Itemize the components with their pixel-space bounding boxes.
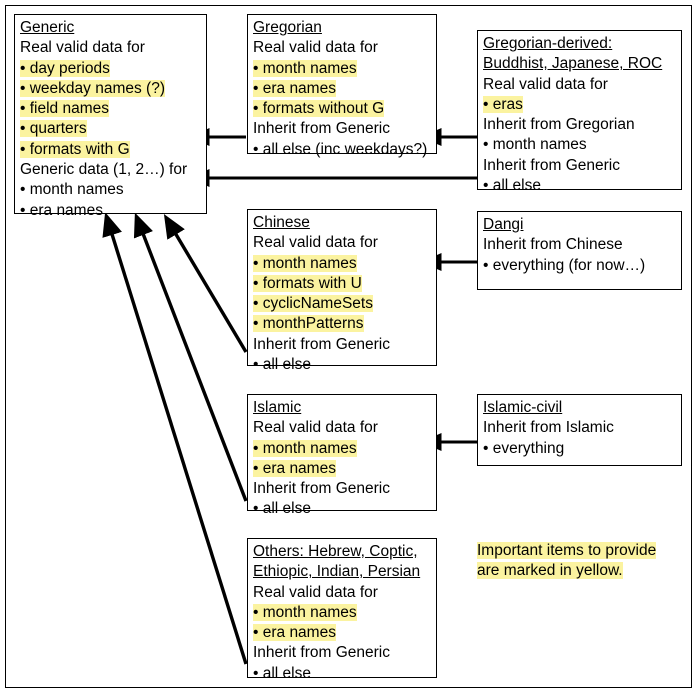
- node-dangi-title: Dangi: [483, 216, 524, 233]
- arrow-chinese-to-generic: [163, 214, 248, 353]
- node-generic-line-1: • day periods: [20, 59, 110, 77]
- node-chinese-line-2: • formats with U: [253, 274, 362, 292]
- node-chinese-title: Chinese: [253, 214, 310, 231]
- node-gregorian-line-4: Inherit from Generic: [253, 120, 390, 138]
- node-islamic-line-3: Inherit from Generic: [253, 480, 390, 498]
- node-islamic-civil-line-0: Inherit from Islamic: [483, 419, 614, 437]
- node-generic-line-5: • formats with G: [20, 140, 130, 158]
- node-gregorian-line-0: Real valid data for: [253, 39, 378, 57]
- node-gregorian-derived-title: Gregorian-derived:: [483, 35, 613, 52]
- node-generic-line-2: • weekday names (?): [20, 79, 165, 97]
- legend-note: Important items to provide are marked in…: [477, 541, 687, 582]
- node-islamic-line-4: • all else: [253, 500, 311, 518]
- node-islamic-line-0: Real valid data for: [253, 419, 378, 437]
- node-gregorian-derived-line-2: Inherit from Gregorian: [483, 116, 635, 134]
- node-others-title: Others: Hebrew, Coptic,: [253, 543, 418, 560]
- node-chinese[interactable]: Chinese Real valid data for • month name…: [247, 209, 437, 373]
- node-generic-title: Generic: [20, 19, 75, 36]
- arrow-islamic-to-generic: [133, 212, 248, 502]
- node-islamic-civil-title: Islamic-civil: [483, 399, 563, 416]
- node-gregorian-derived-line-1: • eras: [483, 95, 523, 113]
- node-generic-line-4: • quarters: [20, 120, 87, 138]
- node-generic-line-6: Generic data (1, 2…) for: [20, 161, 188, 179]
- node-others-line-1: • month names: [253, 603, 357, 621]
- node-chinese-line-6: • all else: [253, 356, 311, 374]
- node-islamic[interactable]: Islamic Real valid data for • month name…: [247, 394, 437, 517]
- node-gregorian-line-1: • month names: [253, 59, 357, 77]
- node-gregorian-derived-line-3: • month names: [483, 136, 587, 154]
- node-chinese-line-1: • month names: [253, 254, 357, 272]
- node-dangi-line-0: Inherit from Chinese: [483, 236, 623, 254]
- node-gregorian-derived-line-5: • all else: [483, 177, 541, 195]
- node-generic-line-8: • era names: [20, 201, 103, 219]
- node-others-line-0: Real valid data for: [253, 583, 378, 601]
- node-gregorian[interactable]: Gregorian Real valid data for • month na…: [247, 14, 437, 158]
- diagram-outer-frame: [5, 5, 692, 688]
- node-islamic-line-1: • month names: [253, 439, 357, 457]
- node-others-line-3: Inherit from Generic: [253, 644, 390, 662]
- node-generic[interactable]: Generic Real valid data for • day period…: [14, 14, 207, 219]
- node-others-title2: Ethiopic, Indian, Persian: [253, 563, 421, 581]
- node-chinese-line-0: Real valid data for: [253, 234, 378, 252]
- legend-line-2: are marked in yellow.: [477, 562, 623, 580]
- node-others-line-4: • all else: [253, 664, 311, 682]
- node-generic-line-3: • field names: [20, 100, 109, 118]
- node-generic-line-7: • month names: [20, 181, 124, 199]
- node-others[interactable]: Others: Hebrew, Coptic, Ethiopic, Indian…: [247, 538, 437, 682]
- node-gregorian-derived-line-0: Real valid data for: [483, 75, 608, 93]
- node-islamic-title: Islamic: [253, 399, 302, 416]
- node-islamic-line-2: • era names: [253, 459, 336, 477]
- node-gregorian-line-2: • era names: [253, 79, 336, 97]
- arrow-others-to-generic: [102, 212, 248, 665]
- node-generic-line-0: Real valid data for: [20, 39, 145, 57]
- node-dangi-line-1: • everything (for now…): [483, 256, 646, 274]
- node-islamic-civil-line-1: • everything: [483, 439, 565, 457]
- legend-line-1: Important items to provide: [477, 542, 657, 559]
- node-gregorian-derived-line-4: Inherit from Generic: [483, 156, 620, 174]
- node-gregorian-line-3: • formats without G: [253, 100, 385, 118]
- node-gregorian-derived-title2: Buddhist, Japanese, ROC: [483, 55, 663, 73]
- node-chinese-line-4: • monthPatterns: [253, 315, 364, 333]
- node-others-line-2: • era names: [253, 624, 336, 642]
- node-dangi[interactable]: Dangi Inherit from Chinese • everything …: [477, 211, 682, 290]
- node-islamic-civil[interactable]: Islamic-civil Inherit from Islamic • eve…: [477, 394, 682, 466]
- node-gregorian-title: Gregorian: [253, 19, 322, 36]
- node-chinese-line-3: • cyclicNameSets: [253, 295, 373, 313]
- node-chinese-line-5: Inherit from Generic: [253, 335, 390, 353]
- node-gregorian-line-5: • all else (inc weekdays?): [253, 140, 428, 158]
- node-gregorian-derived[interactable]: Gregorian-derived: Buddhist, Japanese, R…: [477, 30, 682, 194]
